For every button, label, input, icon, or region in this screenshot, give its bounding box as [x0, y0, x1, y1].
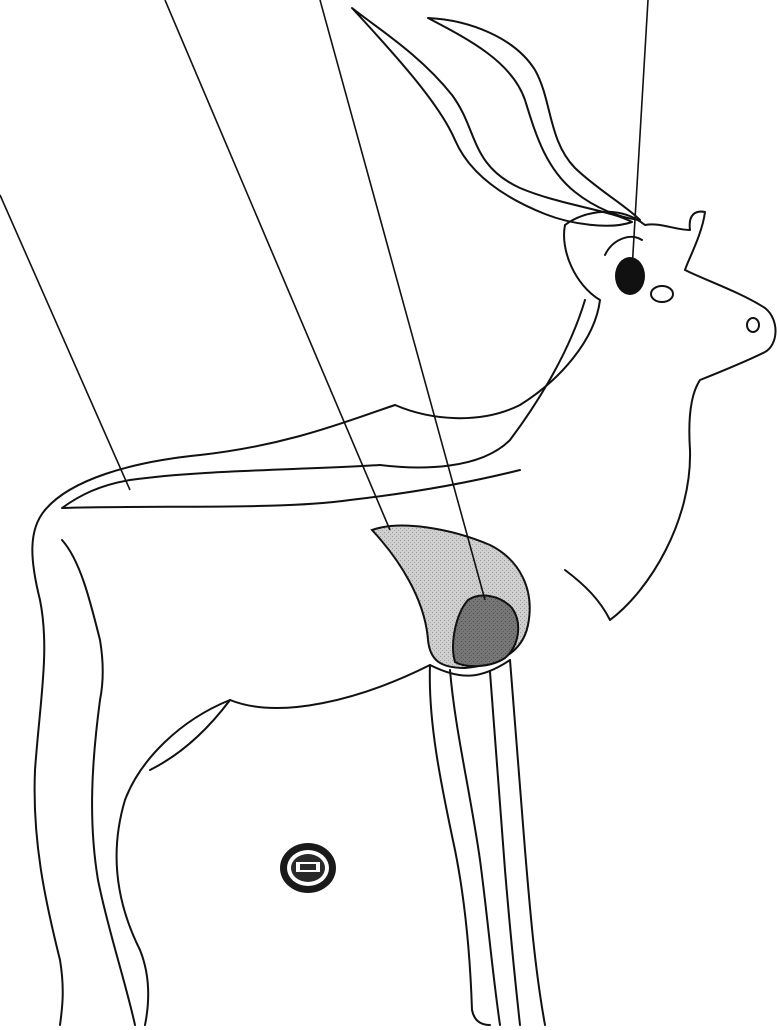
horn-left — [352, 8, 632, 226]
thigh-line — [150, 700, 230, 770]
body-outline — [32, 510, 62, 1025]
pointer-spine — [0, 195, 130, 490]
pointer-heart — [320, 0, 485, 600]
neck-front — [395, 225, 600, 418]
hindquarter — [62, 540, 103, 700]
front-leg-left-inner — [450, 670, 500, 1025]
hind-leg-back — [92, 700, 135, 1025]
front-leg-left — [430, 665, 490, 1025]
nostril — [747, 318, 759, 332]
back-line — [45, 405, 395, 510]
head-outline — [565, 212, 776, 620]
hind-leg-front — [117, 700, 230, 1025]
heart-zone — [453, 596, 518, 667]
ear — [605, 237, 642, 255]
eye — [651, 286, 673, 302]
back-band — [62, 465, 520, 508]
neck-inner — [380, 300, 585, 467]
pointer-lungs — [165, 0, 390, 530]
pointer-brain — [632, 0, 648, 270]
front-leg-right — [510, 660, 545, 1025]
seal-logo — [280, 843, 336, 893]
brain-target — [615, 257, 645, 295]
horn-right — [428, 18, 640, 220]
